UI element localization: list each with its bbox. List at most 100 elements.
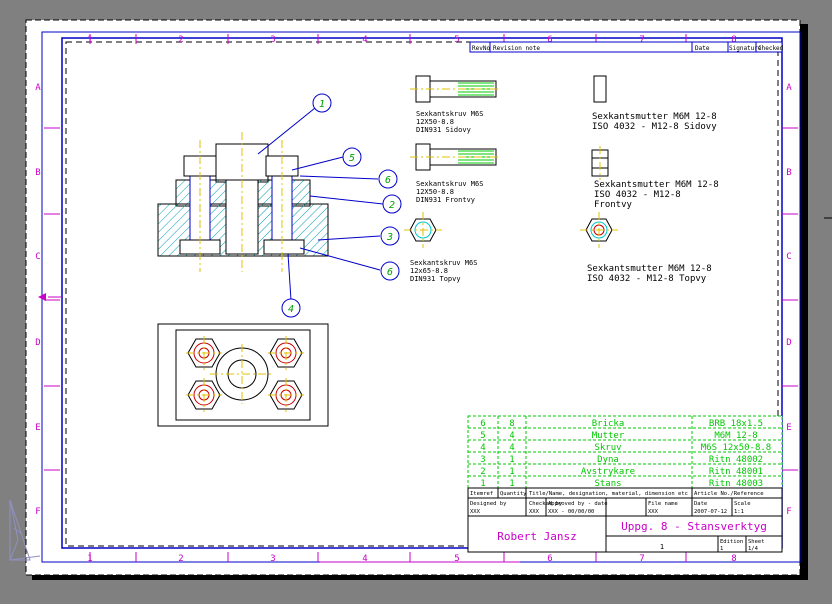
svg-text:DIN931 Sidovy: DIN931 Sidovy: [416, 126, 471, 134]
zone-top-4: 4: [362, 35, 367, 45]
zone-bottom-2: 2: [178, 554, 183, 564]
centering-marks: [38, 293, 62, 301]
itemref-header: Itemref: [470, 491, 493, 497]
part-row-6-name: Bricka: [592, 419, 625, 429]
zone-left-C: C: [35, 252, 40, 262]
svg-text:Frontvy: Frontvy: [594, 200, 633, 210]
svg-text:12X50-8.8: 12X50-8.8: [416, 188, 454, 196]
left-zone-labels: A B C D E F: [35, 83, 41, 517]
balloon-1: 1: [319, 99, 325, 110]
designed-by-label: Designed by: [470, 501, 507, 507]
zone-bottom-7: 7: [639, 554, 644, 564]
part-row-6-no: 6: [480, 419, 485, 429]
author-name: Robert Jansz: [497, 530, 576, 543]
sheet-number: 1: [660, 543, 664, 551]
screw-side-callout: Sexkantskruv M6S 12X50-8.8 DIN931 Sidovy: [416, 110, 483, 134]
zone-left-D: D: [35, 338, 40, 348]
date-value: 2007-07-12: [694, 509, 727, 515]
part-row-3-no: 3: [480, 455, 485, 465]
zone-left-B: B: [35, 168, 40, 178]
title-header: Title/Name, designation, material, dimen…: [529, 491, 688, 497]
part-row-2-ref: Ritn 48001: [709, 467, 763, 477]
screw-front-callout: Sexkantskruv M6S 12X50-8.8 DIN931 Frontv…: [416, 180, 483, 204]
screw-side-view[interactable]: [410, 75, 500, 103]
file-name-label: File name: [648, 501, 678, 507]
nut-front-view[interactable]: [591, 146, 609, 180]
balloon-6a: 6: [385, 175, 391, 186]
zone-right-A: A: [786, 83, 792, 93]
balloon-3: 3: [386, 232, 393, 243]
part-row-1-qty: 1: [509, 479, 514, 489]
zone-ticks: [44, 34, 798, 562]
balloon-6b: 6: [387, 267, 393, 278]
nut-top-view[interactable]: [580, 212, 618, 248]
part-row-2-name: Avstrykare: [581, 467, 635, 477]
edition-label: Edition: [720, 539, 743, 545]
svg-text:Sexkantskruv M6S: Sexkantskruv M6S: [416, 110, 483, 118]
svg-text:Sexkantsmutter M6M 12-8: Sexkantsmutter M6M 12-8: [587, 264, 712, 274]
date-label: Date: [694, 501, 707, 507]
rev-checked-header: Checked: [758, 45, 784, 52]
svg-text:Sexkantsmutter M6M 12-8: Sexkantsmutter M6M 12-8: [592, 112, 717, 122]
part-row-4-name: Skruv: [594, 443, 621, 453]
part-row-2-qty: 1: [509, 467, 514, 477]
part-row-3-name: Dyna: [597, 455, 619, 465]
part-row-6-qty: 8: [509, 419, 514, 429]
zone-left-F: F: [35, 507, 40, 517]
zone-right-D: D: [786, 338, 791, 348]
svg-text:Sexkantsmutter M6M 12-8: Sexkantsmutter M6M 12-8: [594, 180, 719, 190]
nut-top-callout: Sexkantsmutter M6M 12-8 ISO 4032 - M12-8…: [587, 264, 712, 284]
zone-right-E: E: [786, 423, 791, 433]
rev-signature-header: Signature: [729, 45, 762, 52]
zone-left-A: A: [35, 83, 41, 93]
part-row-5-ref: M6M 12-8: [714, 431, 757, 441]
bottom-zone-labels: 1 2 3 4 5 6 7 8: [87, 554, 736, 564]
checked-by-label: Checked by: [529, 501, 563, 507]
inner-frame: [61, 37, 783, 549]
screw-top-view[interactable]: [404, 212, 442, 248]
zone-right-F: F: [786, 507, 791, 517]
nut-side-callout: Sexkantsmutter M6M 12-8 ISO 4032 - M12-8…: [592, 112, 717, 132]
part-row-5-name: Mutter: [592, 431, 625, 441]
zone-right-C: C: [786, 252, 791, 262]
balloon-5: 5: [349, 153, 355, 164]
screw-top-callout: Sexkantskruv M6S 12x65-8.8 DIN931 Topvy: [410, 259, 477, 283]
quantity-header: Quantity: [500, 491, 527, 497]
approved-label: Approved by - date: [548, 501, 608, 507]
nut-front-callout: Sexkantsmutter M6M 12-8 ISO 4032 - M12-8…: [594, 180, 719, 210]
top-zone-labels: 1 2 3 4 5 6 7 8: [87, 35, 736, 45]
part-row-5-no: 5: [480, 431, 485, 441]
svg-text:DIN931 Frontvy: DIN931 Frontvy: [416, 196, 475, 204]
zone-top-7: 7: [639, 35, 644, 45]
svg-text:12X50-8.8: 12X50-8.8: [416, 118, 454, 126]
sheet-value: 1/4: [748, 546, 759, 552]
assembly-section-view[interactable]: 1 5 6 2 3 6 4: [157, 93, 402, 318]
svg-text:Sexkantskruv M6S: Sexkantskruv M6S: [410, 259, 477, 267]
svg-text:ISO 4032 - M12-8 Sidovy: ISO 4032 - M12-8 Sidovy: [592, 122, 717, 132]
part-row-3-ref: Ritn 48002: [709, 455, 763, 465]
part-row-1-name: Stans: [594, 479, 621, 489]
approved-value: XXX - 00/00/00: [548, 509, 594, 515]
part-row-3-qty: 1: [509, 455, 514, 465]
svg-text:DIN931 Topvy: DIN931 Topvy: [410, 275, 461, 283]
title-block: Itemref Quantity Title/Name, designation…: [467, 487, 783, 553]
part-row-4-no: 4: [480, 443, 485, 453]
rev-note-header: Revision note: [493, 45, 540, 52]
svg-text:ISO 4032 - M12-8: ISO 4032 - M12-8: [594, 190, 681, 200]
zone-top-8: 8: [731, 35, 736, 45]
zone-left-E: E: [35, 423, 40, 433]
part-row-6-ref: BRB 18x1.5: [709, 419, 763, 429]
designed-by-value: XXX: [470, 509, 481, 515]
file-name-value: XXX: [648, 509, 659, 515]
screw-front-view[interactable]: [410, 143, 500, 171]
revision-table: RevNo Revision note Date Signature Check…: [469, 41, 784, 53]
part-row-1-no: 1: [480, 479, 485, 489]
balloon-2: 2: [389, 200, 395, 211]
checked-by-value: XXX: [529, 509, 540, 515]
right-zone-labels: A B C D E F: [786, 83, 792, 517]
rev-no-header: RevNo: [472, 45, 490, 52]
nut-side-view[interactable]: [593, 75, 607, 103]
assembly-top-view[interactable]: [157, 323, 329, 427]
